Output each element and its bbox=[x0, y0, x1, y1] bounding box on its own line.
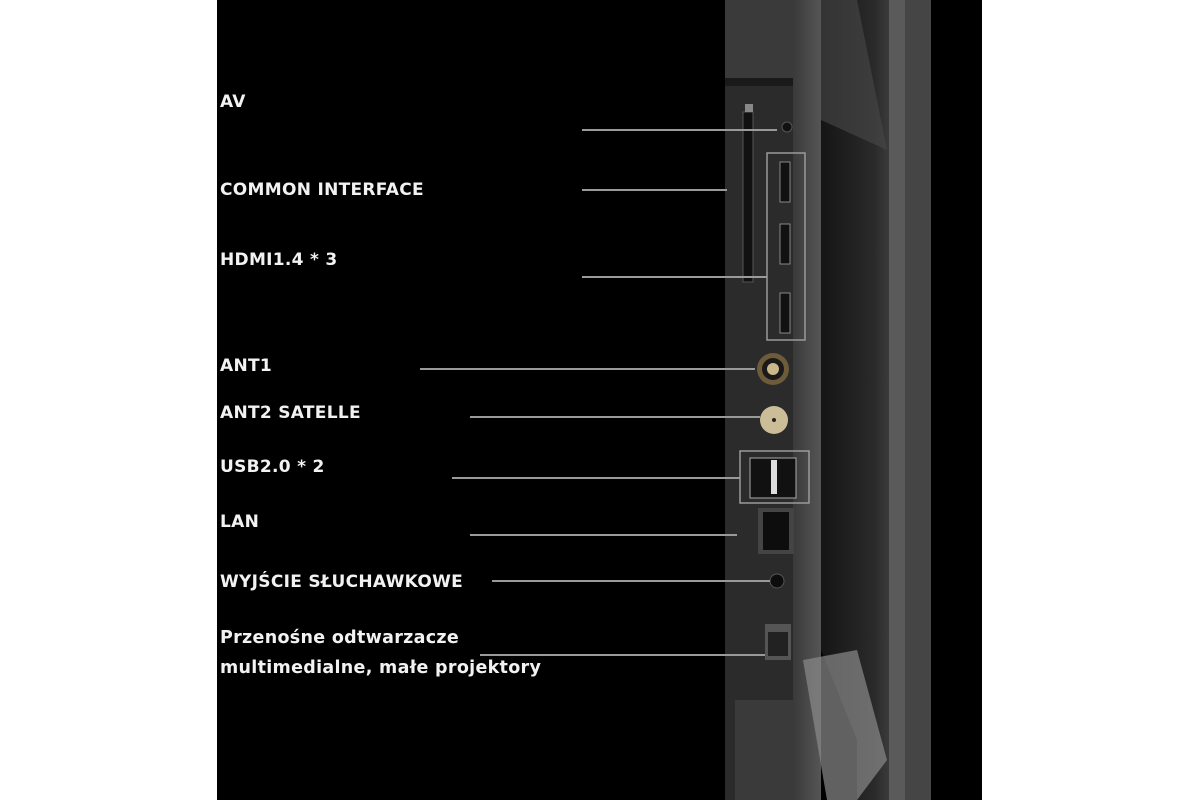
hdmi-port bbox=[779, 223, 791, 265]
leader-line-usb bbox=[452, 477, 740, 479]
hdmi-port bbox=[779, 292, 791, 334]
usb-group bbox=[739, 450, 810, 504]
label-common-interface: COMMON INTERFACE bbox=[220, 180, 424, 200]
leader-line-headphone bbox=[492, 580, 770, 582]
leader-line-av bbox=[582, 129, 777, 131]
label-headphone-output: WYJŚCIE SŁUCHAWKOWE bbox=[220, 572, 464, 592]
label-hdmi: HDMI1.4 * 3 bbox=[220, 250, 338, 270]
leader-line-optical bbox=[480, 654, 765, 656]
leader-line-ant2 bbox=[470, 416, 760, 418]
tv-side-panel bbox=[725, 0, 931, 800]
leader-line-lan bbox=[470, 534, 737, 536]
hdmi-port bbox=[779, 161, 791, 203]
label-ant2-satelle: ANT2 SATELLE bbox=[220, 403, 361, 423]
common-interface-slot bbox=[742, 111, 754, 283]
label-ant1: ANT1 bbox=[220, 356, 273, 376]
headphone-jack bbox=[769, 573, 785, 589]
label-optical-line2: multimedialne, małe projektory bbox=[220, 658, 542, 678]
leader-line-ant1 bbox=[420, 368, 755, 370]
av-jack bbox=[781, 121, 793, 133]
label-optical-line1: Przenośne odtwarzacze bbox=[220, 628, 460, 648]
leader-line-hdmi bbox=[582, 276, 767, 278]
label-usb: USB2.0 * 2 bbox=[220, 457, 325, 477]
leader-line-common-interface bbox=[582, 189, 727, 191]
port-panel bbox=[725, 0, 795, 800]
label-lan: LAN bbox=[220, 512, 260, 532]
tv-ports-diagram: AV COMMON INTERFACE HDMI1.4 * 3 ANT1 ANT… bbox=[217, 0, 982, 800]
label-av: AV bbox=[220, 92, 246, 112]
hdmi-group bbox=[766, 152, 806, 341]
